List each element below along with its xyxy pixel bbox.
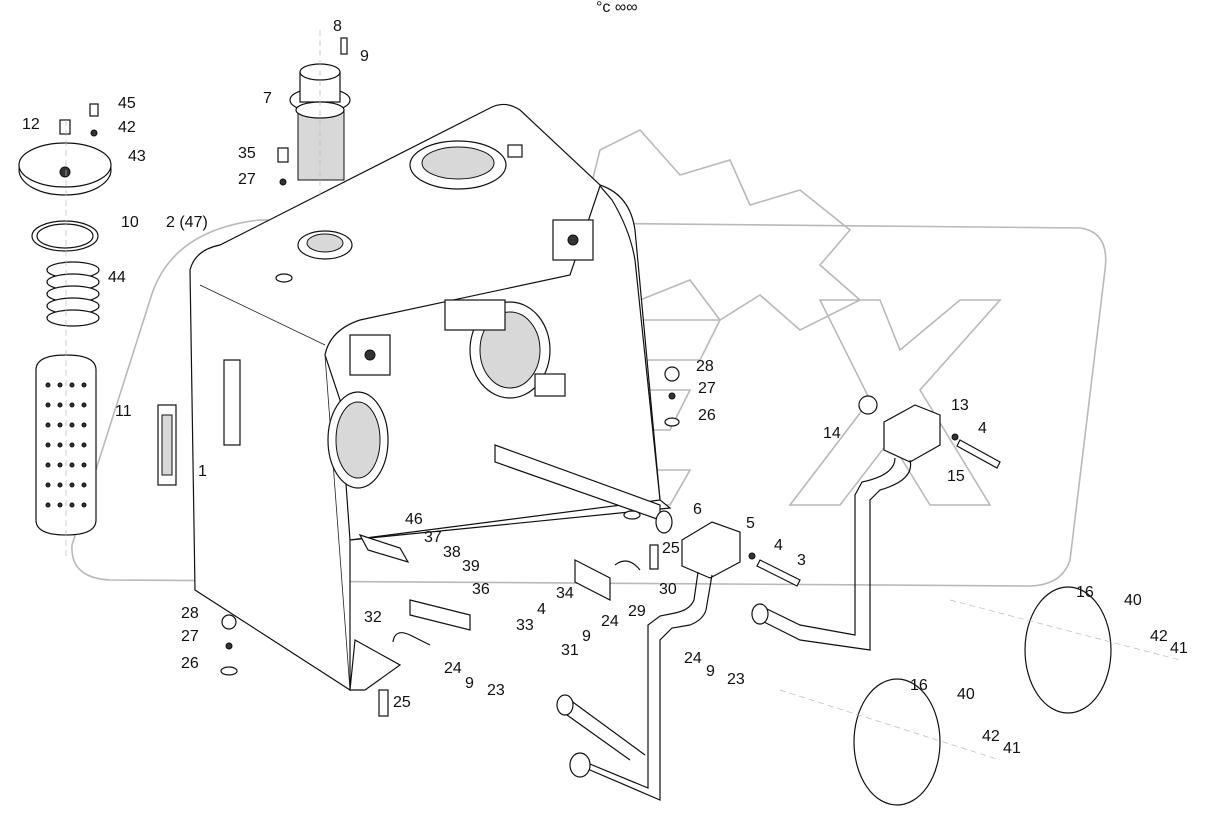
callout-4: 4: [978, 420, 987, 437]
callout-43: 43: [128, 148, 146, 165]
callout-4: 4: [537, 601, 546, 618]
callout-10: 10: [121, 214, 139, 231]
callout-27: 27: [238, 171, 256, 188]
callout-24: 24: [601, 613, 619, 630]
callout-40: 40: [957, 686, 975, 703]
spring: [46, 261, 100, 327]
callout-5: 5: [746, 515, 755, 532]
callout-2-47: 2 (47): [166, 214, 208, 231]
callout-6: 6: [693, 501, 702, 518]
callout-16: 16: [910, 677, 928, 694]
callout-23: 23: [487, 682, 505, 699]
callout-11: 11: [115, 403, 132, 420]
callout-labels: 8 9 7 45 12 42 43 35 27 10 2 (47) 44 11 …: [22, 18, 1188, 757]
callout-34: 34: [556, 585, 574, 602]
callout-30: 30: [659, 581, 677, 598]
callout-9: 9: [465, 675, 474, 692]
callout-36: 36: [472, 581, 490, 598]
callout-13: 13: [951, 397, 969, 414]
hydraulic-tank: [157, 103, 672, 692]
callout-31: 31: [561, 642, 579, 659]
callout-28: 28: [696, 358, 714, 375]
callout-40: 40: [1124, 592, 1142, 609]
callout-12: 12: [22, 116, 40, 133]
callout-1: 1: [198, 463, 207, 480]
callout-37: 37: [424, 529, 442, 546]
callout-25: 25: [393, 694, 411, 711]
callout-9: 9: [706, 663, 715, 680]
callout-23: 23: [727, 671, 745, 688]
callout-15: 15: [947, 468, 965, 485]
callout-27: 27: [698, 380, 716, 397]
callout-29: 29: [628, 603, 646, 620]
header-mark: °c ∞∞: [596, 0, 638, 16]
pipes: [556, 457, 912, 801]
callout-35: 35: [238, 145, 256, 162]
breather-filter: [289, 30, 351, 200]
callout-8: 8: [333, 18, 342, 35]
callout-26: 26: [698, 407, 716, 424]
callout-16: 16: [1076, 584, 1094, 601]
callout-9: 9: [360, 48, 369, 65]
pipe-blocks: [358, 404, 941, 646]
callout-46: 46: [405, 511, 423, 528]
callout-42: 42: [118, 119, 136, 136]
callout-41: 41: [1170, 640, 1188, 657]
round-covers: [779, 586, 1181, 806]
callout-45: 45: [118, 95, 136, 112]
callout-33: 33: [516, 617, 534, 634]
callout-9: 9: [582, 628, 591, 645]
callout-41: 41: [1003, 740, 1021, 757]
callout-42: 42: [1150, 628, 1168, 645]
callout-27: 27: [181, 628, 199, 645]
callout-14: 14: [823, 425, 841, 442]
callout-24: 24: [684, 650, 702, 667]
callout-26: 26: [181, 655, 199, 672]
callout-32: 32: [364, 609, 382, 626]
callout-7: 7: [263, 90, 272, 107]
callout-28: 28: [181, 605, 199, 622]
callout-25: 25: [662, 540, 680, 557]
callout-24: 24: [444, 660, 462, 677]
callout-39: 39: [462, 558, 480, 575]
callout-44: 44: [108, 269, 126, 286]
callout-3: 3: [797, 552, 806, 569]
fasteners: [89, 103, 1001, 717]
callout-42: 42: [982, 728, 1000, 745]
filter-assembly: [18, 119, 112, 560]
callout-4: 4: [774, 537, 783, 554]
callout-38: 38: [443, 544, 461, 561]
